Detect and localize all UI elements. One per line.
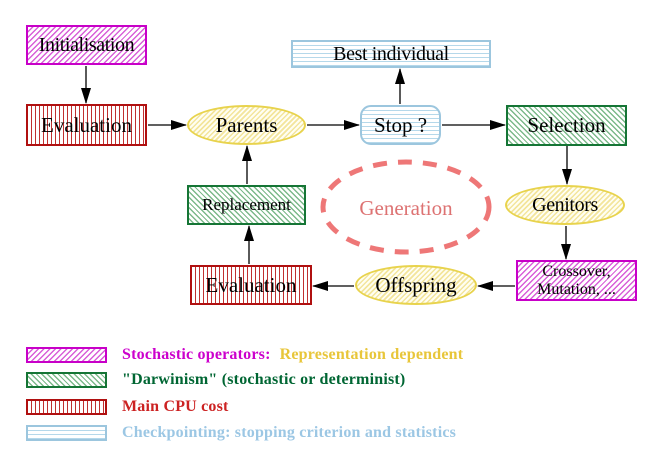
legend-label-darwinism: "Darwinism" (stochastic or determinist) [122, 371, 406, 388]
legend-text-stochastic-operators: Stochastic operators: Representation depe… [122, 346, 463, 364]
legend-label-checkpointing: Checkpointing: stopping criterion and st… [122, 424, 457, 441]
legend-swatch-red-stripes [26, 399, 107, 415]
node-genitors: Genitors [505, 185, 625, 225]
legend-label-main-cpu-cost: Main CPU cost [122, 398, 229, 415]
node-selection: Selection [506, 105, 627, 146]
node-parents: Parents [187, 105, 306, 145]
node-initialisation: Initialisation [26, 25, 147, 65]
legend-swatch-green-hatch [26, 372, 107, 388]
node-crossover-mutation: Crossover, Mutation, ... [516, 260, 637, 301]
legend-row-checkpointing: Checkpointing: stopping criterion and st… [26, 424, 456, 442]
node-replacement: Replacement [187, 185, 306, 225]
legend-row-stochastic-operators: Stochastic operators: Representation depe… [26, 346, 463, 364]
node-best-individual: Best individual [291, 40, 491, 68]
crossover-line1: Crossover, [542, 262, 611, 280]
generation-dashed-ellipse [320, 159, 492, 255]
node-stop: Stop ? [360, 105, 441, 145]
legend-swatch-magenta-hatch [26, 347, 107, 363]
legend-swatch-cyan-stripes [26, 425, 107, 441]
legend-row-main-cpu-cost: Main CPU cost [26, 398, 229, 416]
generation-label: Generation [359, 196, 453, 220]
node-offspring: Offspring [355, 265, 477, 305]
legend-row-darwinism: "Darwinism" (stochastic or determinist) [26, 371, 405, 389]
legend-label-representation: Representation dependent [279, 346, 464, 363]
legend-label-stochastic: Stochastic operators: [122, 346, 271, 363]
node-evaluation-top: Evaluation [26, 104, 147, 146]
node-evaluation-bottom: Evaluation [190, 265, 312, 305]
crossover-line2: Mutation, ... [537, 280, 616, 298]
